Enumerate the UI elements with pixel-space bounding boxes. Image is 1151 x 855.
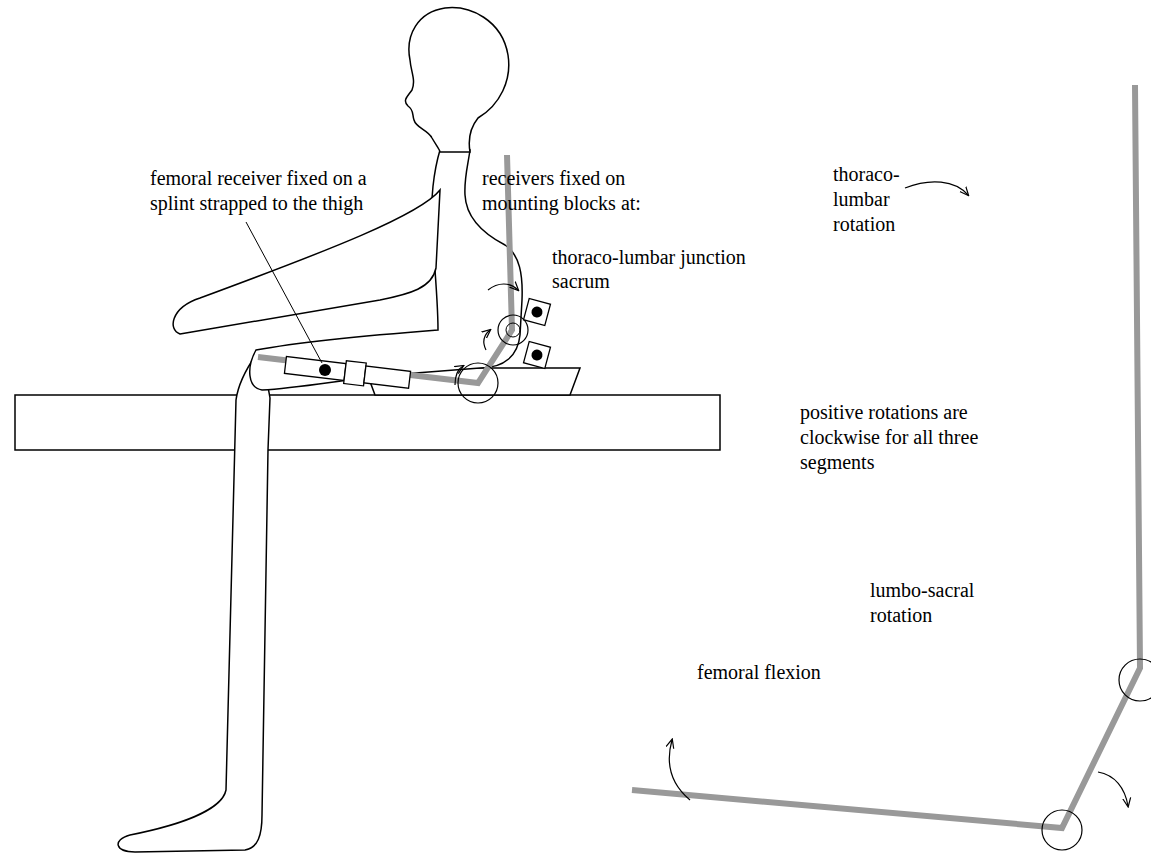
rotation-arrow bbox=[455, 366, 463, 385]
joint-circle bbox=[1119, 659, 1151, 701]
part-label: thoraco-lumbar junction bbox=[552, 245, 746, 270]
callout-note: receivers fixed on mounting blocks at: bbox=[482, 166, 672, 216]
callout-note: femoral receiver fixed on a splint strap… bbox=[150, 166, 405, 216]
mounting-block bbox=[524, 342, 551, 369]
note: positive rotations are clockwise for all… bbox=[800, 400, 985, 475]
segment-line bbox=[258, 155, 512, 383]
bench bbox=[15, 395, 720, 450]
head bbox=[405, 8, 508, 152]
rotation-arrow bbox=[1098, 772, 1128, 806]
rotation-label: femoral flexion bbox=[697, 660, 821, 685]
rotation-arrow bbox=[488, 284, 518, 290]
rotation-arrow bbox=[669, 740, 690, 800]
femoral-receiver bbox=[319, 364, 331, 376]
mounting-block bbox=[524, 299, 551, 326]
lower-leg bbox=[118, 352, 270, 852]
leader-line bbox=[246, 222, 322, 363]
rotation-label: thoraco- lumbar rotation bbox=[833, 162, 908, 237]
rotation-arrow bbox=[905, 182, 968, 195]
joint-circle bbox=[1042, 810, 1082, 850]
rotation-label: lumbo-sacral rotation bbox=[870, 578, 990, 628]
joint-circle bbox=[458, 363, 498, 403]
joint-circle bbox=[506, 323, 520, 337]
part-label: sacrum bbox=[552, 269, 610, 294]
segment-schematic bbox=[632, 85, 1140, 828]
rotation-arrow bbox=[484, 330, 490, 350]
splint bbox=[284, 354, 411, 392]
